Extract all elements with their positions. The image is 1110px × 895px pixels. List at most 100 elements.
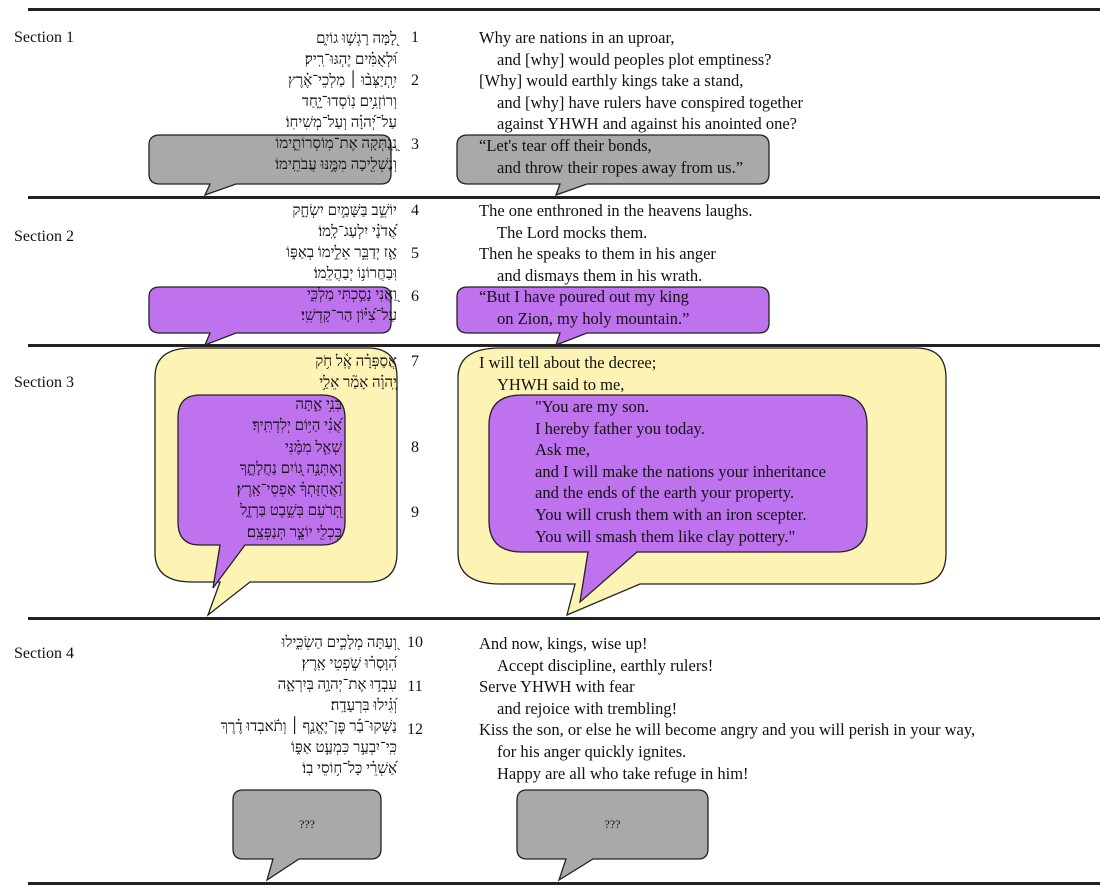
- english-line: The Lord mocks them.: [497, 222, 648, 242]
- bubble-gray-english-s4: [516, 789, 709, 882]
- english-line: You will smash them like clay pottery.": [535, 526, 796, 546]
- verse-number: 4: [411, 202, 419, 219]
- english-line: against YHWH and against his anointed on…: [497, 114, 797, 134]
- english-line: Ask me,: [535, 440, 590, 460]
- hebrew-line: עַל־צִ֝יּ֗וֹן הַר־קָדְשִֽׁי׃: [301, 308, 397, 324]
- english-line: You will crush them with an iron scepter…: [535, 504, 807, 524]
- hebrew-line: נַשְּׁקוּ־בַ֡ר פֶּן־יֶאֱנַ֤ף ׀ וְתֹ֬אבְד…: [220, 719, 397, 735]
- rule-top: [28, 8, 1100, 11]
- english-line: I hereby father you today.: [535, 418, 705, 438]
- hebrew-line: עִבְד֣וּ אֶת־יְהוָ֣ה בְּיִרְאָ֑ה: [277, 677, 397, 693]
- english-block-s4: And now, kings, wise up! Accept discipli…: [479, 633, 975, 784]
- rule-section-2: [28, 196, 1100, 199]
- hebrew-line: וְ֝גִ֗ילוּ בִּרְעָדָֽה׃: [330, 698, 397, 714]
- verse-number: 11: [407, 678, 423, 695]
- english-line: and dismays them in his wrath.: [497, 265, 703, 285]
- verse-number: 9: [411, 504, 419, 521]
- bubble-gray-english-s1: [456, 134, 770, 197]
- hebrew-block-s3: אֲסַפְּרָ֗ה אֶֽ֫ל חֹ֥ק יְֽהוָ֗ה אָמַ֘ר א…: [315, 352, 397, 394]
- english-line: and rejoice with trembling!: [497, 698, 678, 718]
- bubble-purple-hebrew-s2: [148, 286, 392, 347]
- hebrew-line: נְֽ֭נַתְּקָה אֶת־מֽוֹסְרוֹתֵ֑ימוֹ: [275, 136, 397, 152]
- hebrew-line: וְנַשְׁלִ֖יכָה מִמֶּ֣נּוּ עֲבֹתֵֽימוֹ׃: [275, 157, 397, 173]
- hebrew-line: בְּנִ֥י אַ֑תָּה: [295, 397, 342, 413]
- english-line: and throw their ropes away from us.”: [497, 157, 744, 177]
- english-line: and I will make the nations your inherit…: [535, 461, 826, 481]
- english-line: Why are nations in an uproar,: [479, 28, 675, 47]
- english-block-s2: The one enthroned in the heavens laughs.…: [479, 200, 753, 330]
- verse-number: 2: [411, 72, 419, 89]
- verse-number: 6: [411, 288, 419, 305]
- hebrew-line: וְרוֹזְנִ֥ים נֽוֹסְדוּ־יָ֑חַד: [301, 94, 397, 110]
- english-line: for his anger quickly ignites.: [497, 741, 687, 761]
- hebrew-line: וְאֶתְּנָ֣ה ג֭וֹיִם נַחֲלָתֶ֑ךָ: [239, 460, 342, 477]
- placeholder-hebrew: ???: [299, 817, 315, 831]
- english-line: The one enthroned in the heavens laughs.: [479, 201, 753, 220]
- hebrew-line: אֲ֝דֹנָ֗י יִלְעַג־לָֽמוֹ׃: [318, 224, 397, 240]
- english-line: Kiss the son, or else he will become ang…: [479, 720, 976, 740]
- hebrew-line: יוֹשֵׁ֣ב בַּשָּׁמַ֣יִם יִשְׂחָ֑ק: [292, 203, 397, 219]
- english-block-s3: I will tell about the decree; YHWH said …: [479, 352, 656, 395]
- hebrew-block-s1: לָ֭מָּה רָגְשׁ֣וּ גוֹיִ֑ם וּ֝לְאֻמִּ֗ים …: [275, 29, 397, 176]
- rule-section-4: [28, 617, 1100, 620]
- hebrew-line: וַ֭אֲנִי נָסַ֣כְתִּי מַלְכִּ֑י: [306, 287, 397, 303]
- english-line: Happy are all who take refuge in him!: [497, 763, 749, 783]
- english-line: “Let's tear off their bonds,: [479, 135, 652, 155]
- verse-number: 12: [407, 721, 423, 738]
- hebrew-line: כִּכְלִ֖י יוֹצֵ֣ר תְּנַפְּצֵֽם׃: [246, 524, 342, 541]
- hebrew-block-s4: וְ֭עַתָּה מְלָכִ֣ים הַשְׂכִּ֑ילוּ הִ֝וָּ…: [221, 633, 397, 780]
- verse-number: 10: [407, 634, 423, 651]
- verse-number: 8: [411, 439, 419, 456]
- hebrew-line: וַ֝אֲחֻזָּתְךָ֗ אַפְסֵי־אָֽרֶץ׃: [236, 482, 342, 499]
- english-line: YHWH said to me,: [497, 374, 625, 394]
- hebrew-line: לָ֭מָּה רָגְשׁ֣וּ גוֹיִ֑ם: [316, 31, 397, 47]
- english-line: And now, kings, wise up!: [479, 634, 648, 653]
- english-line: and [why] have rulers have conspired tog…: [497, 92, 804, 112]
- verse-number: 5: [411, 245, 419, 262]
- english-line: and the ends of the earth your property.: [535, 483, 795, 503]
- bubble-gray-hebrew-s1: [148, 134, 392, 197]
- hebrew-line: יִ֥תְיַצְּב֨וּ ׀ מַלְכֵי־אֶ֗רֶץ: [288, 73, 397, 89]
- hebrew-block-s2: יוֹשֵׁ֣ב בַּשָּׁמַ֣יִם יִשְׂחָ֑ק אֲ֝דֹנָ…: [286, 201, 397, 327]
- english-line: Serve YHWH with fear: [479, 677, 635, 697]
- section-label-2: Section 2: [14, 228, 74, 245]
- hebrew-line: וּֽבַחֲרוֹנ֥וֹ יְבַהֲלֵֽמוֹ׃: [313, 266, 397, 282]
- section-label-1: Section 1: [14, 29, 74, 46]
- verse-number: 1: [411, 29, 419, 46]
- bubble-purple-hebrew-s3: [177, 394, 346, 589]
- hebrew-line: עַל־יְ֝הוָ֗ה וְעַל־מְשִׁיחֽוֹ׃: [285, 115, 397, 131]
- hebrew-line: יְֽהוָ֗ה אָמַ֘ר אֵלַ֥י: [319, 375, 397, 391]
- hebrew-line: תְּ֭רֹעֵם בְּשֵׁ֣בֶט בַּרְזֶ֑ל: [240, 503, 342, 520]
- section-label-4: Section 4: [14, 645, 74, 662]
- hebrew-line: וְ֭עַתָּה מְלָכִ֣ים הַשְׂכִּ֑ילוּ: [281, 635, 397, 651]
- hebrew-line: אַ֝שְׁרֵ֗י כָּל־ח֥וֹסֵי בֽוֹ׃: [302, 761, 397, 777]
- english-line: Then he speaks to them in his anger: [479, 244, 716, 264]
- english-line: on Zion, my holy mountain.”: [497, 308, 690, 328]
- verse-number: 3: [411, 136, 419, 153]
- hebrew-line: הִ֝וָּסְר֗וּ שֹׁ֣פְטֵי אָֽרֶץ׃: [301, 656, 397, 672]
- hebrew-line: כִּֽי־יִבְעַ֣ר כִּמְעַ֣ט אַפּ֑וֹ: [291, 740, 397, 756]
- hebrew-block-s3-quote: בְּנִ֥י אַ֑תָּה אֲ֝נִ֗י הַיּ֥וֹם יְלִדְת…: [237, 395, 342, 544]
- bubble-gray-hebrew-s4: [232, 789, 382, 882]
- placeholder-english: ???: [604, 817, 621, 831]
- bubble-purple-english-s2: [456, 286, 770, 347]
- hebrew-line: וּ֝לְאֻמִּ֗ים יֶהְגּוּ־רִֽיק׃: [304, 52, 397, 68]
- english-line: "You are my son.: [535, 397, 650, 416]
- hebrew-line: שְׁאַ֤ל מִמֶּ֗נִּי: [285, 439, 342, 456]
- hebrew-line: אֲסַפְּרָ֗ה אֶֽ֫ל חֹ֥ק: [315, 354, 397, 370]
- english-line: and [why] would peoples plot emptiness?: [497, 49, 772, 69]
- english-line: [Why] would earthly kings take a stand,: [479, 71, 744, 91]
- hebrew-line: אֲ֝נִ֗י הַיּ֥וֹם יְלִדְתִּֽיךָ׃: [252, 418, 342, 435]
- english-block-s3-quote: "You are my son. I hereby father you tod…: [535, 396, 826, 547]
- bubble-purple-english-s3: [488, 394, 868, 604]
- verse-number: 7: [411, 353, 419, 370]
- rule-section-3: [28, 344, 1100, 347]
- section-label-3: Section 3: [14, 374, 74, 391]
- english-line: I will tell about the decree;: [479, 353, 657, 372]
- rule-bottom: [28, 882, 1100, 885]
- hebrew-line: אָ֤ז יְדַבֵּ֣ר אֵלֵ֣ימוֹ בְאַפּ֑וֹ: [286, 245, 397, 261]
- english-line: “But I have poured out my king: [479, 287, 689, 307]
- english-line: Accept discipline, earthly rulers!: [497, 655, 714, 675]
- english-block-s1: Why are nations in an uproar, and [why] …: [479, 27, 803, 178]
